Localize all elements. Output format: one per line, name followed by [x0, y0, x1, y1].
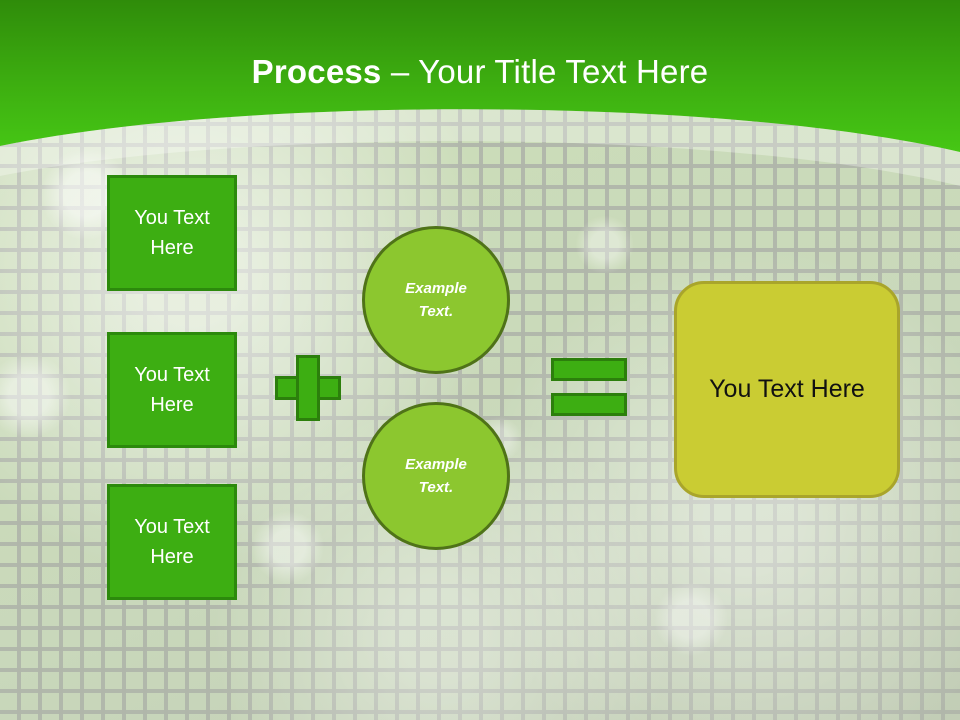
plus-center-patch	[299, 379, 317, 397]
input-box-2-line1: You Text	[134, 364, 210, 386]
input-box-2-line2: Here	[150, 394, 194, 416]
equals-bottom-bar	[551, 393, 627, 416]
example-circle-2-line2: Text.	[418, 479, 454, 496]
input-box-3-line1: You Text	[134, 516, 210, 538]
input-box-2[interactable]: You Text Here	[107, 332, 237, 448]
example-circle-2[interactable]: Example Text.	[362, 402, 510, 550]
example-circle-1-line1: Example	[405, 280, 467, 297]
example-circle-1-line2: Text.	[418, 303, 454, 320]
plus-operator-icon	[275, 355, 341, 421]
equals-operator-icon	[551, 358, 627, 416]
input-box-3-line2: Here	[150, 546, 194, 568]
input-box-1[interactable]: You Text Here	[107, 175, 237, 291]
result-box-label: You Text Here	[709, 375, 865, 403]
example-circle-2-line1: Example	[405, 456, 467, 473]
input-box-3[interactable]: You Text Here	[107, 484, 237, 600]
result-box[interactable]: You Text Here	[674, 281, 900, 498]
input-box-2-label: You Text Here	[134, 360, 210, 420]
equals-top-bar	[551, 358, 627, 381]
input-box-1-label: You Text Here	[134, 203, 210, 263]
input-box-3-label: You Text Here	[134, 512, 210, 572]
page-title-light: – Your Title Text Here	[381, 53, 709, 90]
example-circle-1[interactable]: Example Text.	[362, 226, 510, 374]
page-title-strong: Process	[251, 53, 382, 90]
page-title: Process – Your Title Text Here	[0, 52, 960, 92]
input-box-1-line2: Here	[150, 237, 194, 259]
input-box-1-line1: You Text	[134, 207, 210, 229]
